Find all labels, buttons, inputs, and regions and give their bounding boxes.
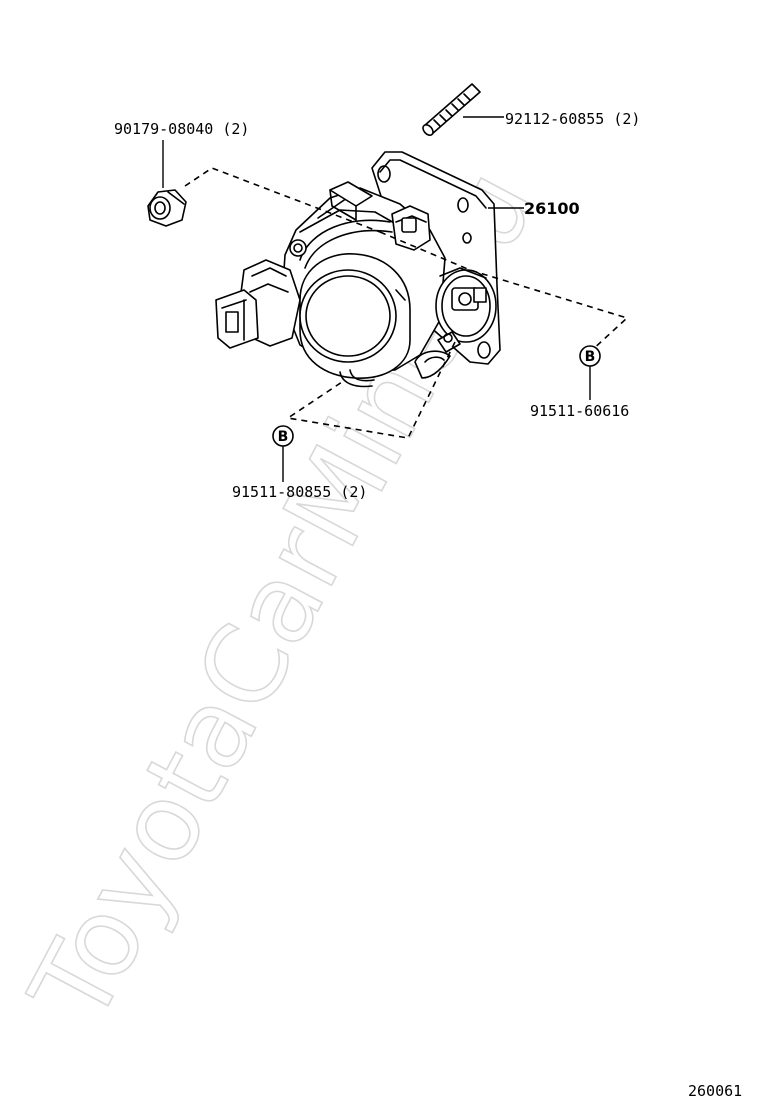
sensor-right	[435, 267, 497, 343]
part-label-bolt-bottom: 91511-80855 (2)	[232, 483, 367, 501]
svg-text:B: B	[585, 349, 596, 365]
part-label-assembly: 26100	[524, 199, 580, 218]
diagram-id: 260061	[688, 1082, 742, 1100]
throttle-body-drawing	[215, 151, 501, 388]
badge-bottom: B	[272, 425, 294, 447]
svg-text:B: B	[278, 429, 289, 445]
badge-right: B	[579, 345, 601, 367]
part-label-nut: 90179-08040 (2)	[114, 120, 249, 138]
throttle-bore	[299, 253, 411, 379]
nut-icon	[147, 189, 187, 227]
exploded-view-lines	[184, 167, 629, 439]
stud-icon	[422, 83, 481, 137]
leader-lines	[162, 116, 591, 482]
part-label-bolt-right: 91511-60616	[530, 402, 629, 420]
part-label-stud: 92112-60855 (2)	[505, 110, 640, 128]
